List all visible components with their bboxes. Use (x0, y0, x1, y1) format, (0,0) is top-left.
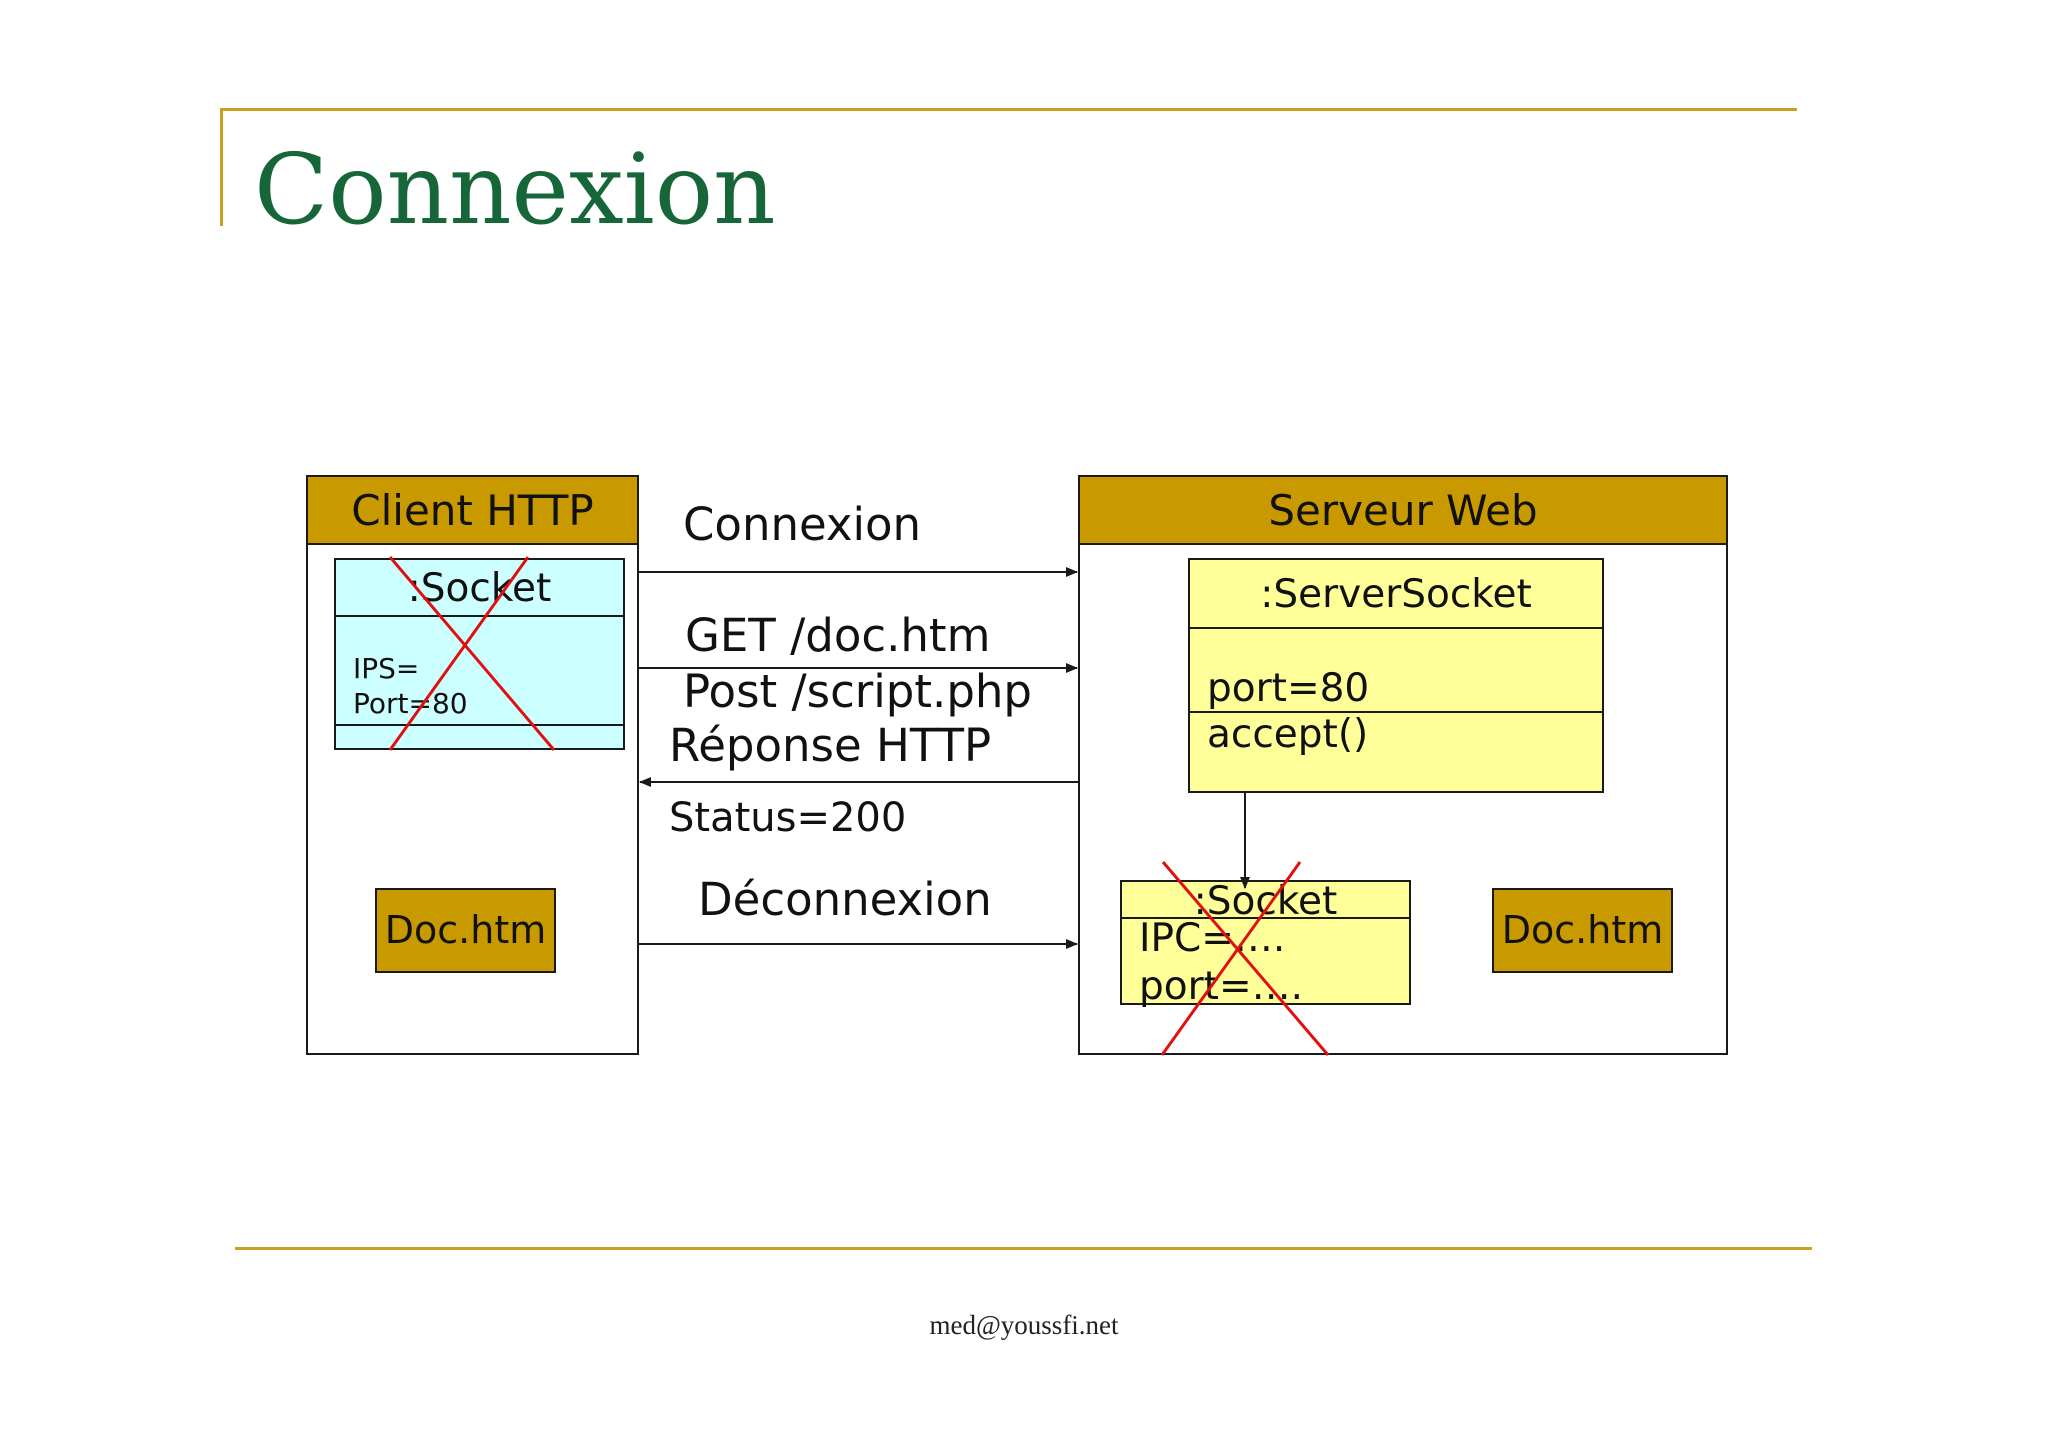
bottom-rule (235, 1247, 1812, 1250)
msg-disconnect-label: Déconnexion (698, 873, 992, 926)
server-header: Serveur Web (1078, 475, 1728, 545)
client-socket-divider-2 (336, 724, 623, 726)
server-socket-class: :ServerSocket port=80 accept() (1188, 558, 1604, 793)
msg-get-label: GET /doc.htm (685, 609, 991, 662)
server-socket-class-divider-1 (1190, 627, 1602, 629)
msg-status-label: Status=200 (669, 795, 907, 841)
server-socket-accept: accept() (1207, 712, 1369, 757)
msg-post-label: Post /script.php (683, 665, 1032, 718)
msg-response-label: Réponse HTTP (669, 719, 992, 772)
client-socket-port: Port=80 (353, 687, 468, 720)
client-socket-divider-1 (336, 615, 623, 617)
client-header: Client HTTP (306, 475, 639, 545)
slide-title: Connexion (254, 133, 776, 246)
client-doc: Doc.htm (375, 888, 556, 973)
top-rule-horizontal (220, 108, 1797, 111)
server-client-socket-ipc: IPC=…. (1139, 916, 1286, 961)
client-socket-ips: IPS= (353, 652, 420, 685)
server-doc: Doc.htm (1492, 888, 1673, 973)
server-client-socket: :Socket IPC=…. port=…. (1120, 879, 1411, 1009)
msg-connect-label: Connexion (683, 498, 922, 551)
client-socket: :Socket IPS= Port=80 (334, 558, 625, 750)
footer-email: med@youssfi.net (929, 1310, 1119, 1340)
top-rule-vertical (220, 108, 223, 226)
server-socket-class-divider-2 (1190, 711, 1602, 713)
server-socket-class-name: :ServerSocket (1260, 572, 1532, 617)
client-socket-name: :Socket (407, 566, 552, 611)
server-socket-port: port=80 (1207, 666, 1370, 711)
server-client-socket-port: port=…. (1139, 964, 1304, 1009)
